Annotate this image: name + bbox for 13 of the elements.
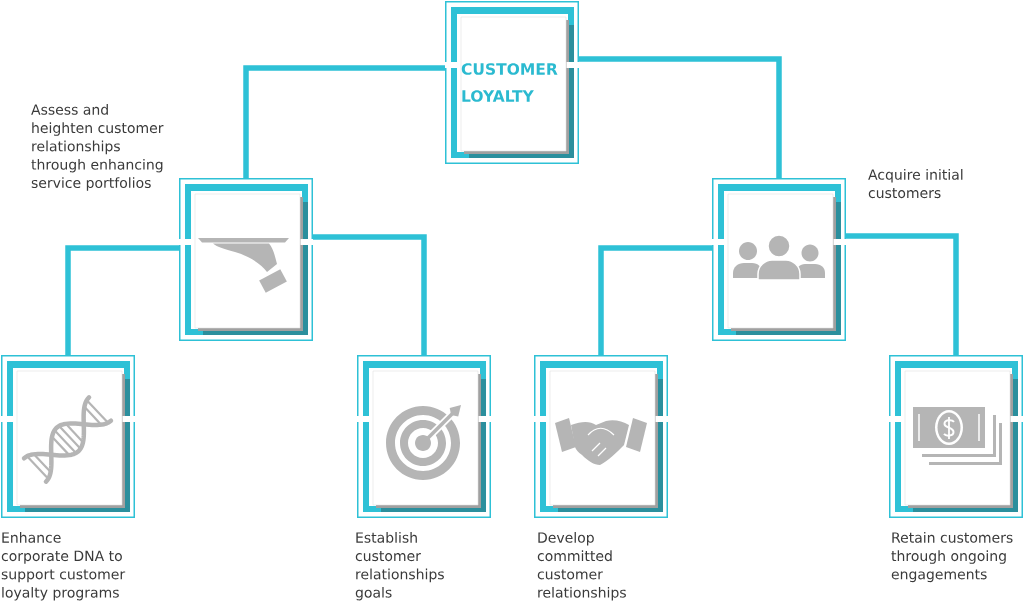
connector-line [846, 233, 959, 355]
node-label: Acquire initial customers [868, 169, 963, 199]
node-label: Develop committed customer relationships [537, 532, 626, 601]
node-label: Retain customers through ongoing engagements [891, 532, 1013, 583]
connector-line [65, 245, 179, 355]
connector-line [313, 234, 427, 355]
node-label: Establish customer relationships goals [355, 532, 444, 601]
title-box: CUSTOMER LOYALTY [445, 1, 579, 164]
connector-line [579, 56, 782, 178]
node-label: Enhance corporate DNA to support customer loyalty programs [1, 532, 126, 601]
node-label: Assess and heighten customer relationships through enhancing service portfolios [31, 104, 164, 191]
connector-line [598, 245, 712, 355]
connector-line [243, 65, 445, 178]
